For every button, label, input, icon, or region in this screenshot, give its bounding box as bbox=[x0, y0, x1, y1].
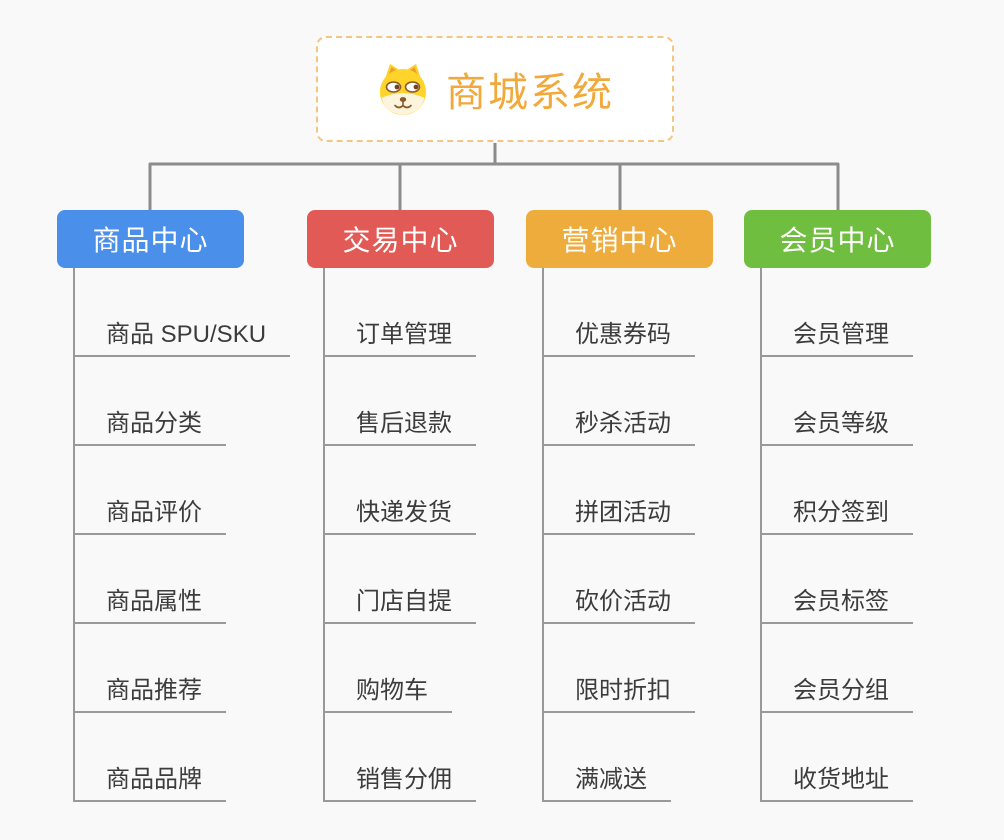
root-title: 商城系统 bbox=[446, 71, 614, 115]
leaf-node[interactable]: 商品评价 bbox=[74, 446, 226, 535]
leaf-label: 会员分组 bbox=[793, 677, 889, 704]
branch-header[interactable]: 商品中心 bbox=[57, 210, 244, 268]
leaf-label: 订单管理 bbox=[356, 321, 452, 348]
leaf-node[interactable]: 拼团活动 bbox=[543, 446, 695, 535]
leaf-node[interactable]: 门店自提 bbox=[324, 535, 476, 624]
leaf-label: 会员标签 bbox=[793, 588, 889, 615]
leaf-node[interactable]: 商品 SPU/SKU bbox=[74, 268, 291, 357]
leaf-label: 商品推荐 bbox=[106, 677, 202, 704]
leaf-label: 会员管理 bbox=[793, 321, 889, 348]
leaf-label: 销售分佣 bbox=[356, 766, 452, 793]
leaf-label: 满减送 bbox=[575, 766, 647, 793]
leaf-label: 购物车 bbox=[356, 677, 428, 704]
root-node[interactable]: 商城系统 bbox=[316, 36, 674, 142]
branch-marketing-center: 营销中心 优惠券码秒杀活动拼团活动砍价活动限时折扣满减送 bbox=[526, 210, 713, 802]
branch-product-center: 商品中心 商品 SPU/SKU 商品分类商品评价商品属性商品推荐商品品牌 bbox=[57, 210, 291, 802]
leaf-node[interactable]: 售后退款 bbox=[324, 357, 476, 446]
dog-face-icon bbox=[380, 64, 426, 115]
leaf-label: 优惠券码 bbox=[575, 321, 671, 348]
leaf-node[interactable]: 秒杀活动 bbox=[543, 357, 695, 446]
leaf-label: 砍价活动 bbox=[575, 588, 671, 615]
leaf-label: 积分签到 bbox=[793, 499, 889, 526]
leaf-label: 商品分类 bbox=[106, 410, 202, 437]
leaf-label: 收货地址 bbox=[793, 766, 889, 793]
branch-leaves: 订单管理售后退款快递发货门店自提购物车销售分佣 bbox=[324, 268, 476, 802]
leaf-label: 快递发货 bbox=[356, 499, 452, 526]
branch-leaves: 优惠券码秒杀活动拼团活动砍价活动限时折扣满减送 bbox=[543, 268, 695, 802]
leaf-node[interactable]: 会员等级 bbox=[761, 357, 913, 446]
leaf-node[interactable]: 快递发货 bbox=[324, 446, 476, 535]
branch-member-center: 会员中心 会员管理会员等级积分签到会员标签会员分组收货地址 bbox=[744, 210, 931, 802]
leaf-node[interactable]: 积分签到 bbox=[761, 446, 913, 535]
branch-trade-center: 交易中心 订单管理售后退款快递发货门店自提购物车销售分佣 bbox=[307, 210, 494, 802]
leaf-label: 拼团活动 bbox=[575, 499, 671, 526]
leaf-node[interactable]: 优惠券码 bbox=[543, 268, 695, 357]
leaf-node[interactable]: 收货地址 bbox=[761, 713, 913, 802]
leaf-label: 商品评价 bbox=[106, 499, 202, 526]
leaf-label: 售后退款 bbox=[356, 410, 452, 437]
leaf-node[interactable]: 满减送 bbox=[543, 713, 671, 802]
branch-header[interactable]: 交易中心 bbox=[307, 210, 494, 268]
branch-header[interactable]: 营销中心 bbox=[526, 210, 713, 268]
branch-leaves: 会员管理会员等级积分签到会员标签会员分组收货地址 bbox=[761, 268, 913, 802]
root-branch-connector bbox=[148, 143, 840, 210]
leaf-node[interactable]: 会员分组 bbox=[761, 624, 913, 713]
leaf-node[interactable]: 商品属性 bbox=[74, 535, 226, 624]
leaf-label: 商品 SPU/SKU bbox=[106, 321, 267, 348]
leaf-label: 商品属性 bbox=[106, 588, 202, 615]
leaf-node[interactable]: 订单管理 bbox=[324, 268, 476, 357]
leaf-node[interactable]: 限时折扣 bbox=[543, 624, 695, 713]
branch-leaves: 商品 SPU/SKU 商品分类商品评价商品属性商品推荐商品品牌 bbox=[74, 268, 291, 802]
leaf-node[interactable]: 商品品牌 bbox=[74, 713, 226, 802]
leaf-label: 限时折扣 bbox=[575, 677, 671, 704]
leaf-label: 秒杀活动 bbox=[575, 410, 671, 437]
leaf-label: 商品品牌 bbox=[106, 766, 202, 793]
leaf-node[interactable]: 会员管理 bbox=[761, 268, 913, 357]
leaf-label: 会员等级 bbox=[793, 410, 889, 437]
leaf-node[interactable]: 会员标签 bbox=[761, 535, 913, 624]
branch-header[interactable]: 会员中心 bbox=[744, 210, 931, 268]
leaf-node[interactable]: 砍价活动 bbox=[543, 535, 695, 624]
leaf-node[interactable]: 销售分佣 bbox=[324, 713, 476, 802]
leaf-node[interactable]: 商品分类 bbox=[74, 357, 226, 446]
leaf-label: 门店自提 bbox=[356, 588, 452, 615]
leaf-node[interactable]: 商品推荐 bbox=[74, 624, 226, 713]
leaf-node[interactable]: 购物车 bbox=[324, 624, 452, 713]
